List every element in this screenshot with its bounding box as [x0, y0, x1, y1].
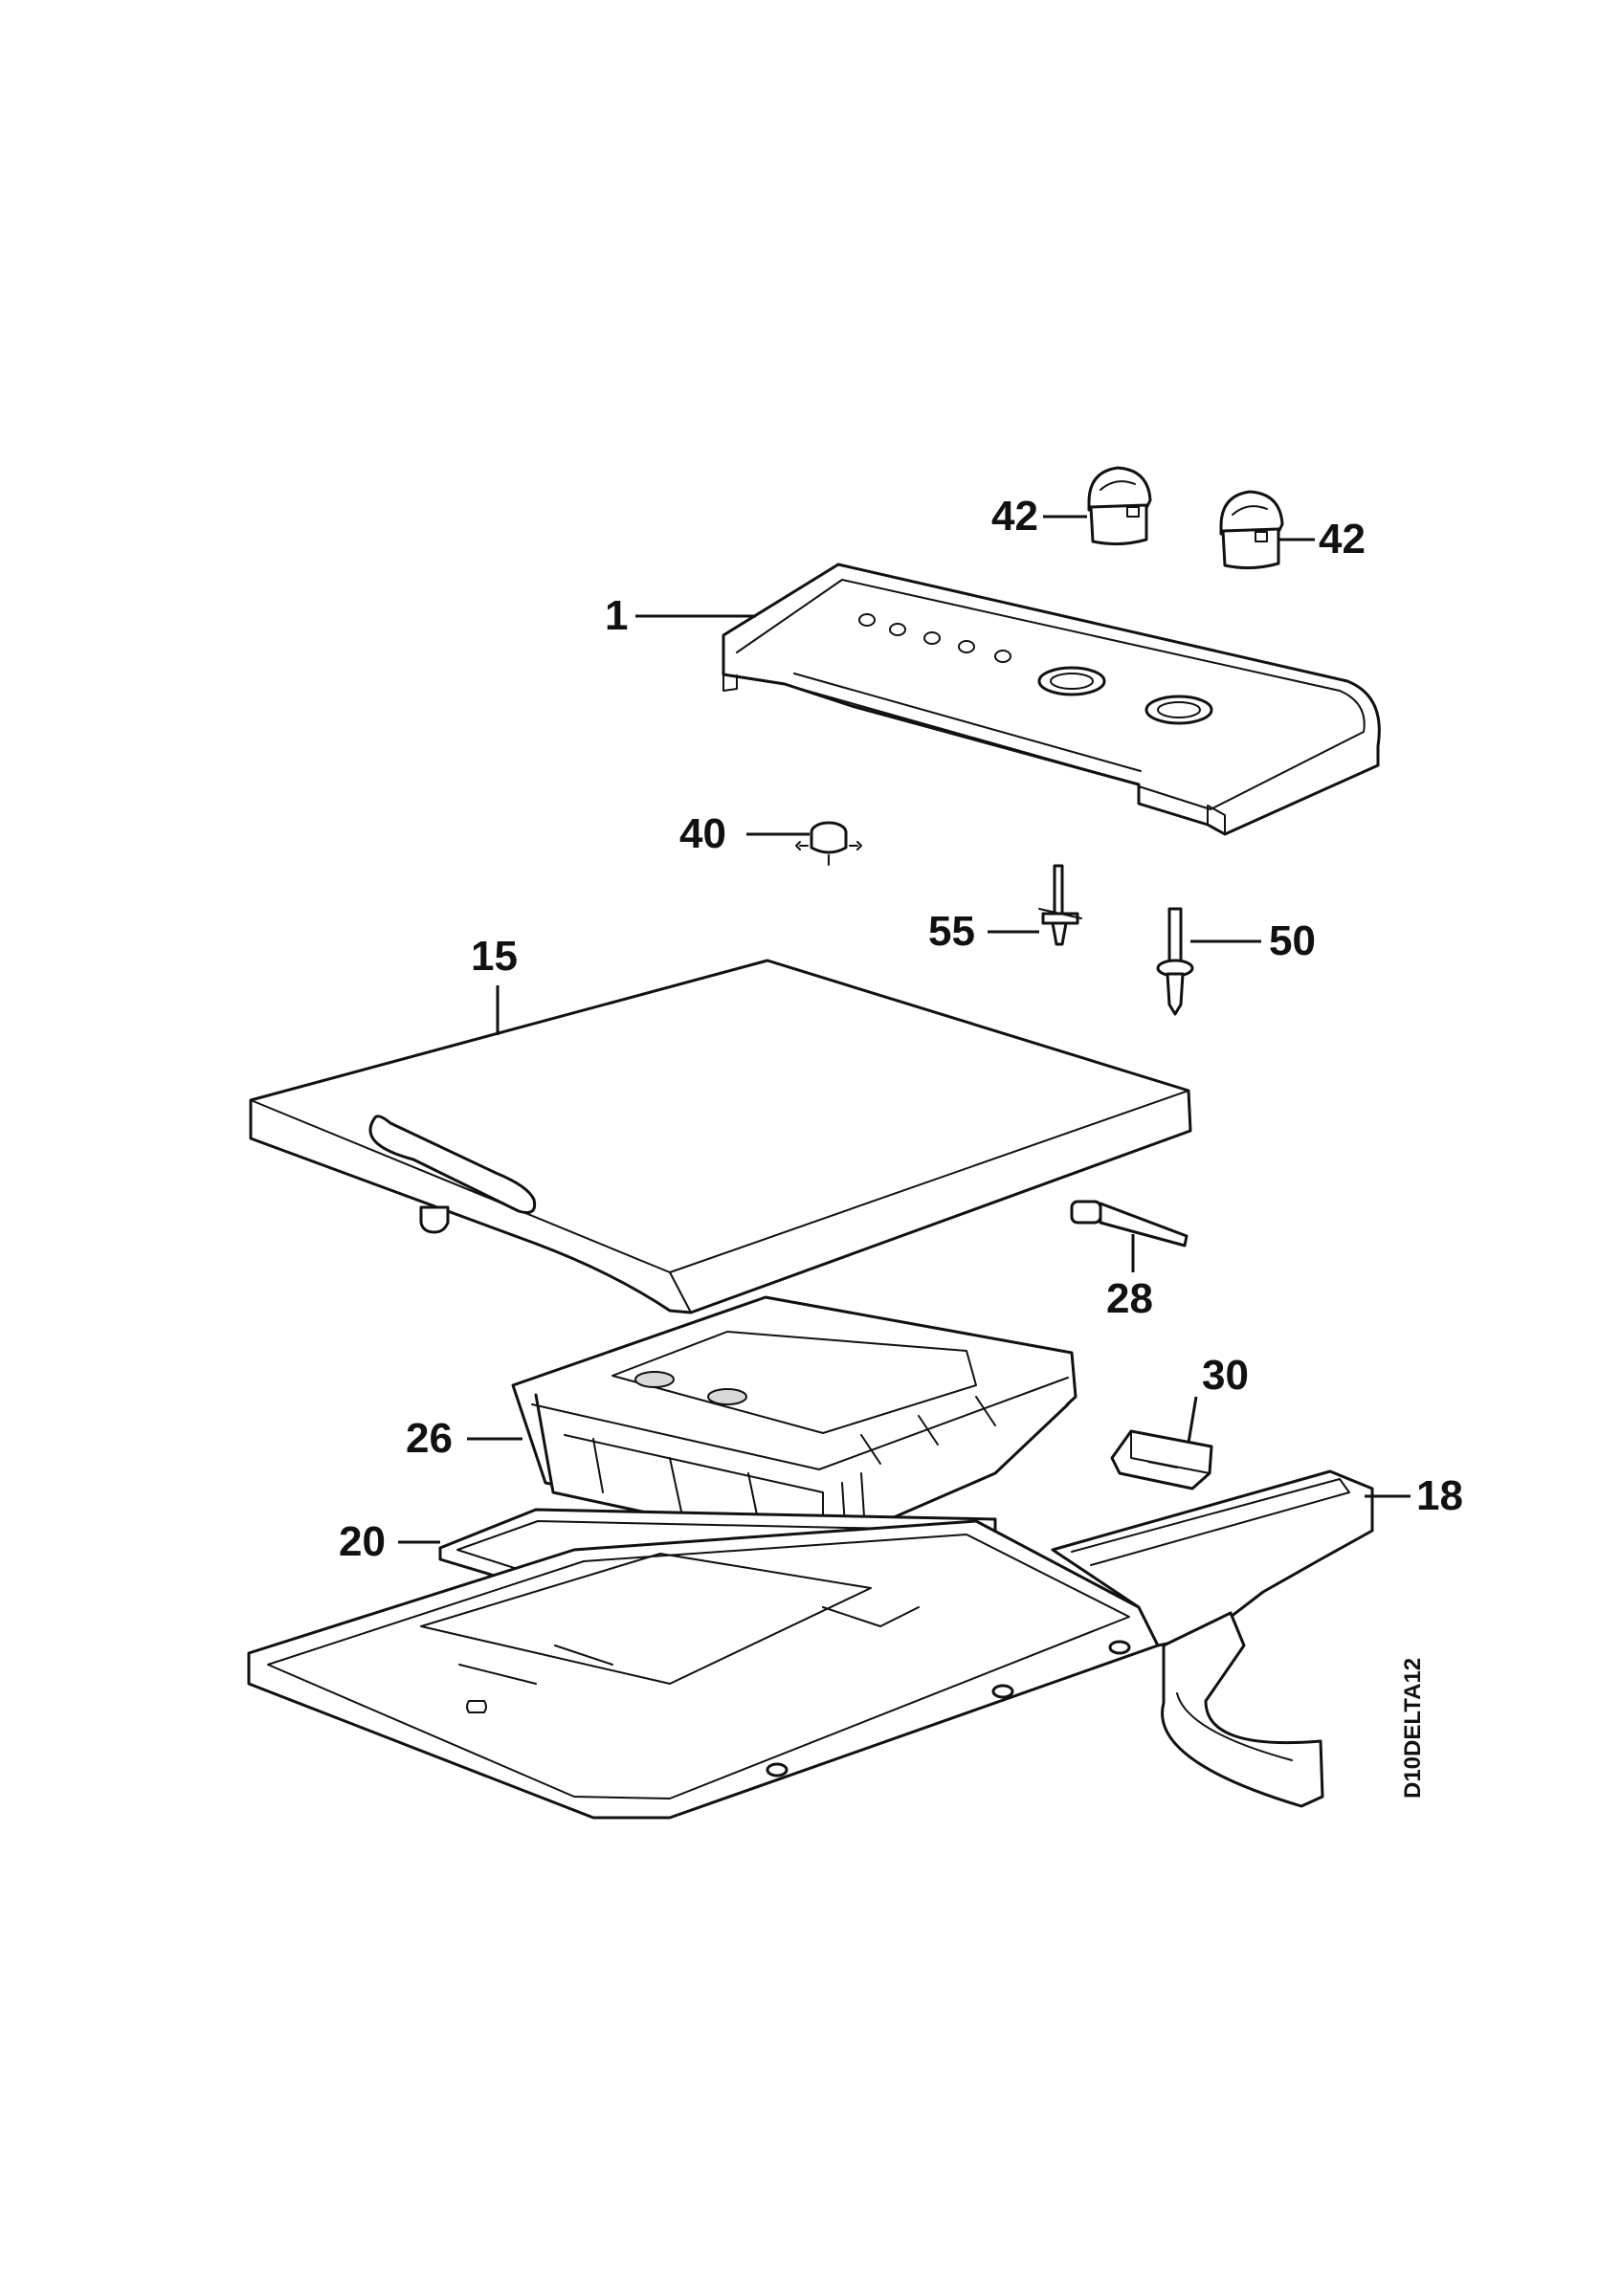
control-panel-part-1: [722, 563, 1381, 836]
drawing-reference-code: D10DELTA12: [1400, 1658, 1426, 1799]
callout-40: 40: [679, 810, 726, 857]
knob-part-42-left: [1087, 466, 1152, 546]
screw-part-55: [1038, 864, 1082, 946]
callout-28: 28: [1106, 1275, 1153, 1322]
callout-50: 50: [1269, 917, 1316, 964]
screw-part-50: [1156, 907, 1194, 1016]
callout-42-left: 42: [991, 493, 1038, 540]
pin-part-28: [1070, 1200, 1189, 1247]
callout-42-right: 42: [1319, 516, 1366, 563]
switch-part-40: [795, 821, 862, 866]
callout-15: 15: [471, 933, 518, 980]
lid-part-15: [249, 959, 1192, 1314]
leader-lines: [398, 515, 1411, 1544]
callout-20: 20: [339, 1518, 386, 1565]
callout-1: 1: [605, 592, 628, 639]
callout-55: 55: [928, 908, 975, 955]
bracket-part-30: [1110, 1429, 1213, 1490]
knob-part-42-right: [1219, 490, 1284, 570]
callout-30: 30: [1202, 1352, 1249, 1399]
callout-18: 18: [1416, 1472, 1463, 1519]
callout-26: 26: [406, 1415, 453, 1462]
base-top-and-support-part-18: [247, 1469, 1374, 1820]
